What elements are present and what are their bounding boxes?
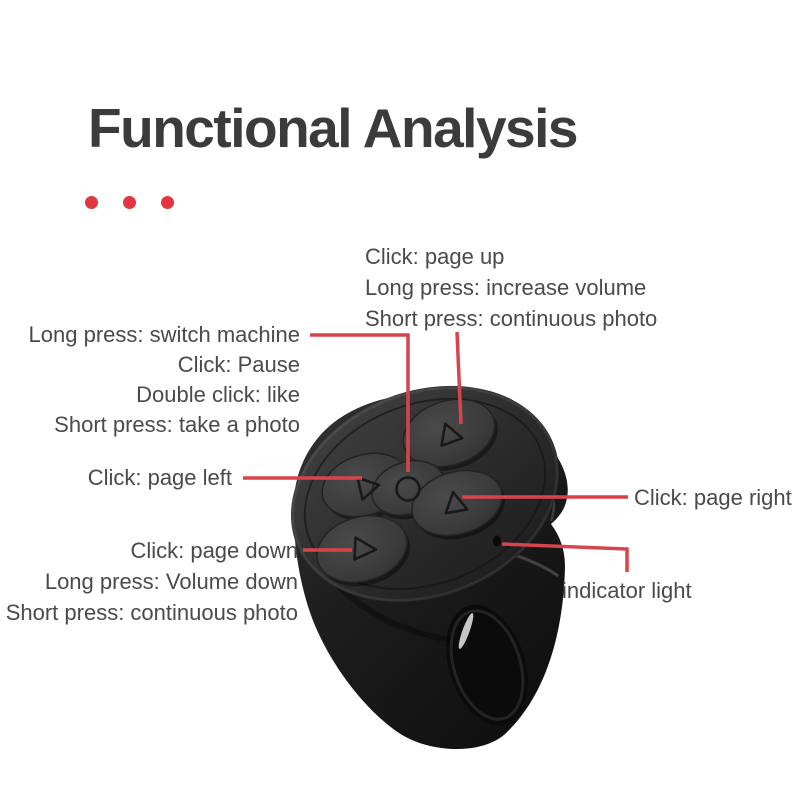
arrow-right-icon <box>444 490 469 515</box>
page-up-button <box>402 398 496 468</box>
arrow-left-icon <box>356 476 381 501</box>
ring-remote-device <box>290 385 568 750</box>
indicator-light-hole <box>493 535 501 547</box>
accent-dot <box>85 196 98 209</box>
pointer-line-center-button <box>310 333 410 472</box>
center-circle-icon <box>395 476 421 502</box>
pointer-line-page-up <box>455 331 463 425</box>
face-rim-highlight <box>291 386 559 602</box>
annotation-line: Short press: take a photo <box>54 412 300 437</box>
annotation-line: Click: Pause <box>177 352 300 377</box>
face-inner-rim <box>303 397 547 591</box>
accent-dot <box>161 196 174 209</box>
annotation-line: Long press: Volume down <box>44 569 298 594</box>
annotation-page-right: Click: page right <box>634 485 792 510</box>
annotation-page-down: Click: page down Long press: Volume down… <box>6 535 298 628</box>
page-right-button <box>411 469 503 537</box>
annotation-indicator-light: indicator light <box>562 578 692 603</box>
annotation-line: Click: page up <box>365 244 505 269</box>
page-down-button <box>316 514 408 584</box>
accent-dot <box>123 196 136 209</box>
annotation-line: Double click: like <box>136 382 300 407</box>
pointer-line-indicator <box>501 542 629 572</box>
ring-hole-inner-edge <box>449 609 525 721</box>
annotation-page-left: Click: page left <box>87 465 232 490</box>
page-title: Functional Analysis <box>88 97 579 159</box>
pointer-lines <box>243 331 629 572</box>
annotation-line: Long press: increase volume <box>365 275 647 300</box>
annotation-line: Long press: switch machine <box>28 322 300 347</box>
annotation-center-button: Long press: switch machine Click: Pause … <box>29 320 300 440</box>
annotation-line: Short press: continuous photo <box>5 600 298 625</box>
ring-hole-light-sliver <box>458 613 474 649</box>
annotation-line: Click: page down <box>130 538 298 563</box>
title-accent-dots <box>85 196 174 209</box>
annotation-page-up: Click: page up Long press: increase volu… <box>365 241 657 334</box>
annotation-line: Short press: continuous photo <box>365 306 658 331</box>
arrow-up-icon <box>440 422 464 447</box>
arrow-down-icon <box>353 536 378 561</box>
